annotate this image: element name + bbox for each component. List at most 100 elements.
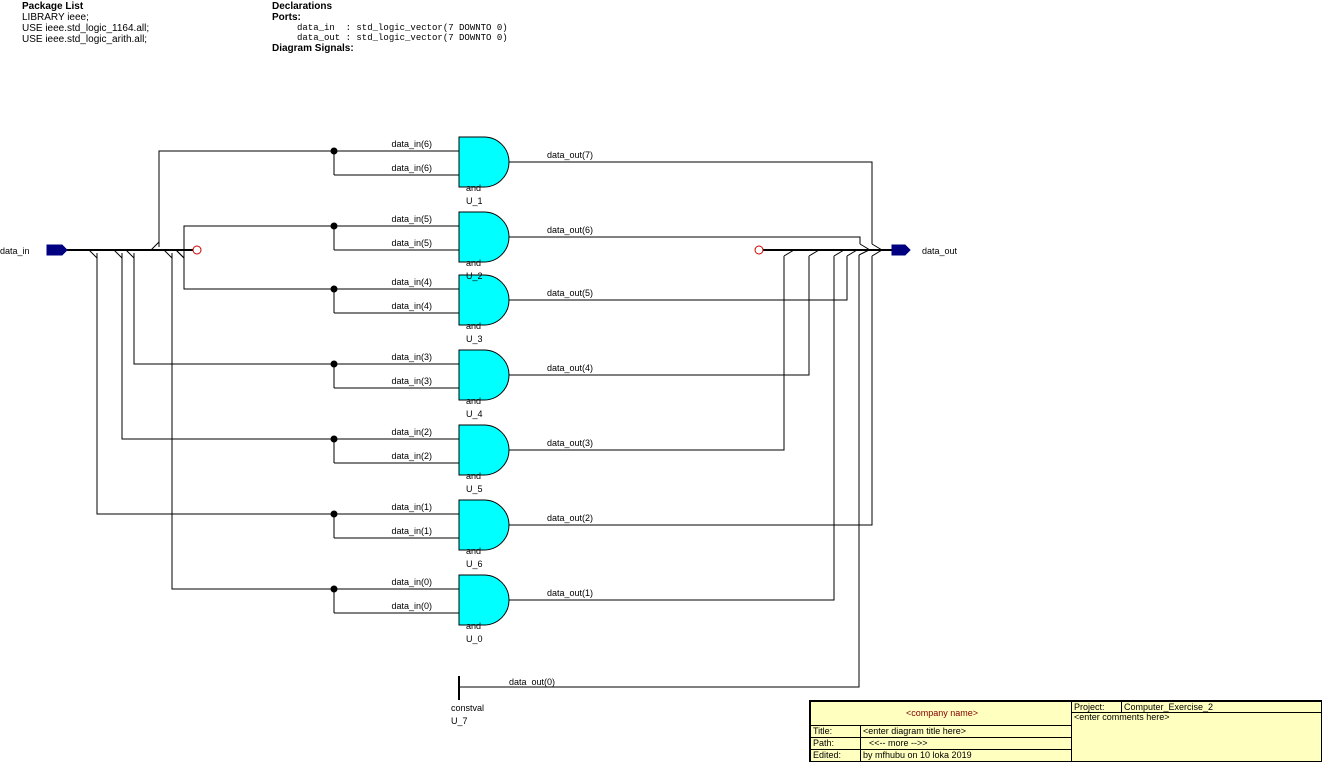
gate-type-label: and <box>466 396 481 406</box>
input-signal-label: data_in(0) <box>391 601 432 611</box>
junction-dot <box>330 435 338 443</box>
title-block: <company name> Project: Computer_Exercis… <box>809 700 1322 762</box>
comments-field[interactable]: <enter comments here> <box>1071 712 1322 762</box>
output-signal-label: data_out(7) <box>547 150 593 160</box>
project-value[interactable]: Computer_Exercise_2 <box>1121 701 1322 713</box>
junction-dot <box>330 360 338 368</box>
gate-type-label: and <box>466 183 481 193</box>
input-wire <box>121 253 459 440</box>
package-list: Package List LIBRARY ieee; USE ieee.std_… <box>22 1 149 45</box>
bus-ripper <box>125 249 135 259</box>
output-port-label: data_out <box>922 246 958 256</box>
and-gate[interactable] <box>458 499 510 551</box>
output-wire <box>509 256 873 526</box>
port-declaration: data_in : std_logic_vector(7 DOWNTO 0) <box>297 23 508 33</box>
output-signal-label: data_out(3) <box>547 438 593 448</box>
edited-value: by mfhubu on 10 lоka 2019 <box>860 749 1072 762</box>
bus-ripper <box>175 249 185 259</box>
and-gate[interactable] <box>458 574 510 626</box>
company-name[interactable]: <company name> <box>810 701 1072 726</box>
gate-instance-label: U_3 <box>466 334 483 344</box>
bus-ripper <box>783 249 795 257</box>
gates <box>46 136 911 626</box>
labels: data_in data_out data_in(6) data_in(6) data_… <box>0 139 958 726</box>
bus-ripper <box>808 249 820 257</box>
input-signal-label: data_in(2) <box>391 427 432 437</box>
and-gate[interactable] <box>458 136 510 188</box>
input-signal-label: data_in(5) <box>391 238 432 248</box>
input-wire <box>183 253 459 290</box>
input-signal-label: data_in(5) <box>391 214 432 224</box>
junction-dot <box>330 222 338 230</box>
input-signal-label: data_in(2) <box>391 451 432 461</box>
input-signal-label: data_in(1) <box>391 526 432 536</box>
bus-ripper <box>113 249 123 259</box>
output-port-icon[interactable] <box>891 244 911 256</box>
input-signal-label: data_in(0) <box>391 577 432 587</box>
input-wire <box>133 253 459 365</box>
output-signal-label: data_out(5) <box>547 288 593 298</box>
package-list-heading: Package List <box>22 1 84 12</box>
input-wire <box>171 253 459 590</box>
input-port-label: data_in <box>0 246 30 256</box>
package-line: USE ieee.std_logic_arith.all; <box>22 34 148 45</box>
input-wire <box>96 253 459 515</box>
constval-label: constval <box>451 703 484 713</box>
input-signal-label: data_in(3) <box>391 376 432 386</box>
input-signal-label: data_in(1) <box>391 502 432 512</box>
declarations-heading: Declarations <box>272 1 333 12</box>
bus-ripper <box>88 249 98 259</box>
signals-heading: Diagram Signals: <box>272 43 354 54</box>
gate-instance-label: U_6 <box>466 559 483 569</box>
bus-ripper <box>150 241 160 251</box>
gate-type-label: and <box>466 546 481 556</box>
edited-label: Edited: <box>810 749 861 762</box>
output-signal-label: data_out(6) <box>547 225 593 235</box>
constval-instance-label: U_7 <box>451 716 468 726</box>
bus-ripper <box>846 249 858 257</box>
package-line: LIBRARY ieee; <box>22 12 89 23</box>
input-wire <box>158 150 459 247</box>
gate-type-label: and <box>466 321 481 331</box>
and-gate[interactable] <box>458 274 510 326</box>
output-wire <box>459 255 860 688</box>
bus-ripper <box>833 249 845 257</box>
bus-ripper <box>871 243 883 251</box>
and-gate[interactable] <box>458 211 510 263</box>
input-wire <box>183 225 459 253</box>
and-gate[interactable] <box>458 424 510 476</box>
input-signal-label: data_in(6) <box>391 139 432 149</box>
ports-heading: Ports: <box>272 12 301 23</box>
output-signal-label: data_out(0) <box>509 677 555 687</box>
and-gate[interactable] <box>458 349 510 401</box>
gate-instance-label: U_5 <box>466 484 483 494</box>
bus-ripper <box>163 249 173 259</box>
bus-ripper <box>858 249 870 256</box>
output-signal-label: data_out(2) <box>547 513 593 523</box>
gate-type-label: and <box>466 621 481 631</box>
bus-end-icon <box>192 245 202 255</box>
input-port-icon[interactable] <box>46 244 68 256</box>
port-declaration: data_out : std_logic_vector(7 DOWNTO 0) <box>297 33 508 43</box>
output-wire <box>509 236 861 244</box>
input-signal-label: data_in(4) <box>391 301 432 311</box>
input-signal-label: data_in(4) <box>391 277 432 287</box>
junction-dot <box>330 147 338 155</box>
input-signal-label: data_in(6) <box>391 163 432 173</box>
junction-dot <box>330 510 338 518</box>
bus-ripper <box>859 243 871 251</box>
bus-end-icon <box>754 245 764 255</box>
declarations: Declarations Ports: data_in : std_logic_… <box>272 1 508 54</box>
gate-instance-label: U_1 <box>466 196 483 206</box>
package-line: USE ieee.std_logic_1164.all; <box>22 23 150 34</box>
junction-dot <box>330 285 338 293</box>
gate-instance-label: U_4 <box>466 409 483 419</box>
gate-instance-label: U_2 <box>466 271 483 281</box>
output-wire <box>509 256 810 376</box>
output-wire <box>509 161 873 244</box>
output-signal-label: data_out(1) <box>547 588 593 598</box>
wires <box>67 150 892 700</box>
bus-ripper <box>871 249 883 257</box>
gate-type-label: and <box>466 258 481 268</box>
